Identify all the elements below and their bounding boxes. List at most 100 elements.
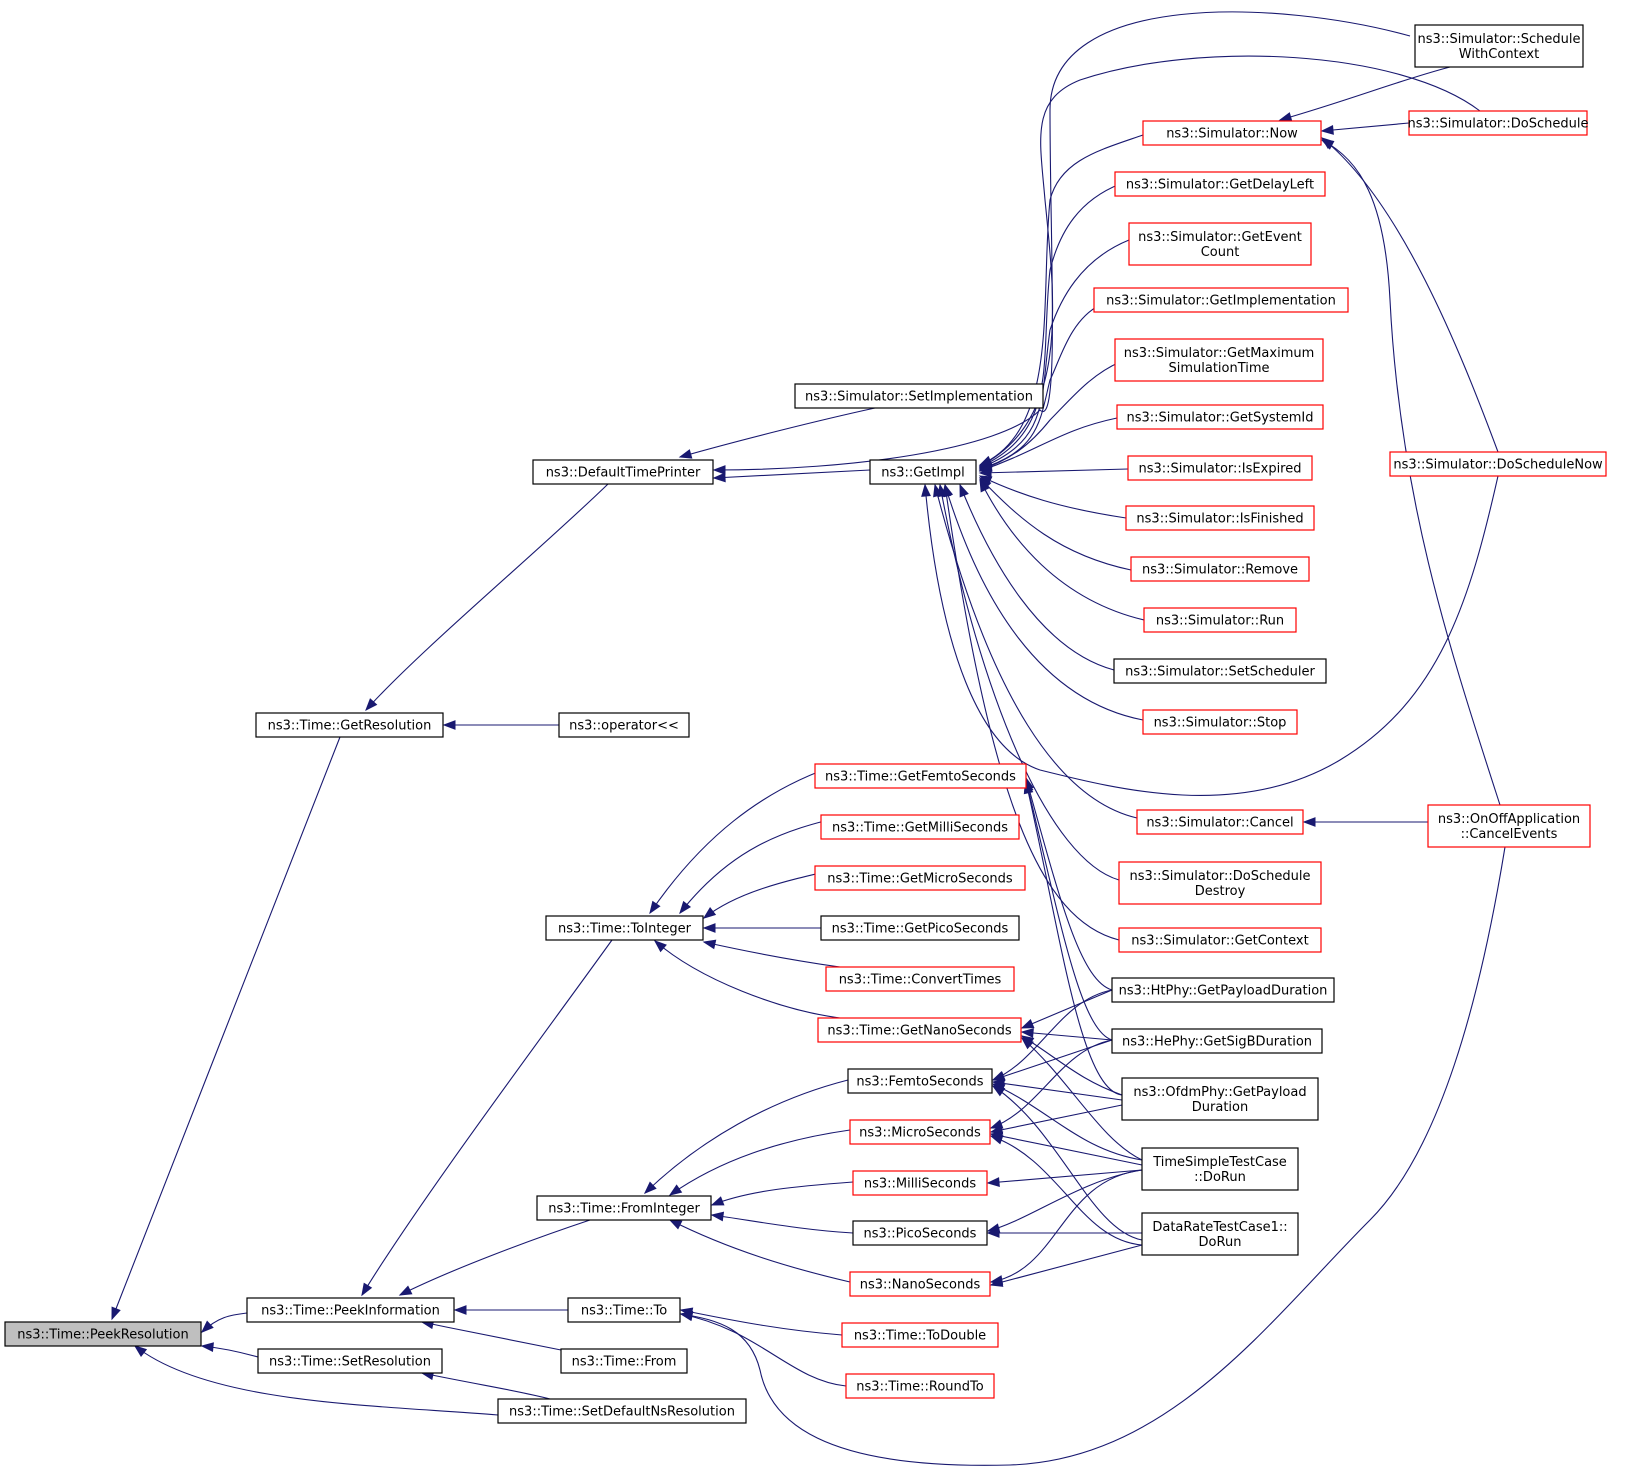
function-node-simgetdelay[interactable]: ns3::Simulator::GetDelayLeft xyxy=(1114,171,1326,197)
call-edge xyxy=(989,1104,1123,1135)
function-node-getmicro[interactable]: ns3::Time::GetMicroSeconds xyxy=(814,865,1026,891)
edge-line xyxy=(1321,139,1501,806)
function-node-peekinfo[interactable]: ns3::Time::PeekInformation xyxy=(246,1297,455,1323)
function-node-simnow[interactable]: ns3::Simulator::Now xyxy=(1142,120,1322,146)
function-node-simdoschednow[interactable]: ns3::Simulator::DoScheduleNow xyxy=(1389,451,1607,477)
function-node-oplt[interactable]: ns3::operator<< xyxy=(558,712,690,738)
node-box xyxy=(820,814,1020,840)
function-node-getimpl[interactable]: ns3::GetImpl xyxy=(869,459,977,485)
node-label: ns3::Simulator::SetImplementation xyxy=(805,390,1033,405)
call-edge xyxy=(978,183,1121,468)
node-label: ns3::operator<< xyxy=(569,719,679,734)
call-edge xyxy=(668,1129,851,1196)
edge-line xyxy=(979,239,1130,469)
edge-arrowhead xyxy=(702,907,717,919)
function-node-timesimple[interactable]: TimeSimpleTestCase::DoRun xyxy=(1141,1147,1299,1191)
call-edge xyxy=(200,1342,259,1358)
function-node-milli[interactable]: ns3::MilliSeconds xyxy=(852,1170,988,1196)
function-node-toint[interactable]: ns3::Time::ToInteger xyxy=(545,915,704,941)
function-node-simisfin[interactable]: ns3::Simulator::IsFinished xyxy=(1125,505,1315,531)
function-node-getpico[interactable]: ns3::Time::GetPicoSeconds xyxy=(820,915,1020,941)
node-label: ns3::Time::FromInteger xyxy=(548,1202,700,1217)
function-node-setres[interactable]: ns3::Time::SetResolution xyxy=(257,1348,443,1374)
edge-line xyxy=(711,1181,854,1206)
node-label: Count xyxy=(1201,245,1240,260)
edge-line xyxy=(644,1079,849,1194)
call-edge xyxy=(365,483,609,712)
call-edge xyxy=(991,1083,1143,1161)
edge-line xyxy=(1021,989,1113,1029)
node-box xyxy=(1093,287,1349,313)
node-label: ns3::Time::PeekResolution xyxy=(17,1328,188,1343)
call-edge xyxy=(679,846,1506,1466)
call-edge xyxy=(442,720,559,730)
function-node-getnano[interactable]: ns3::Time::GetNanoSeconds xyxy=(817,1017,1022,1043)
node-box xyxy=(257,1348,443,1374)
edge-arrowhead xyxy=(453,1305,467,1315)
function-node-hephy[interactable]: ns3::HePhy::GetSigBDuration xyxy=(1111,1028,1323,1054)
function-node-htphy[interactable]: ns3::HtPhy::GetPayloadDuration xyxy=(1111,977,1335,1003)
function-node-ofdmphy[interactable]: ns3::OfdmPhy::GetPayloadDuration xyxy=(1121,1077,1319,1121)
function-node-simisexp[interactable]: ns3::Simulator::IsExpired xyxy=(1127,455,1313,481)
node-label: ns3::Simulator::Run xyxy=(1156,614,1284,629)
function-node-simdoschedule[interactable]: ns3::Simulator::DoSchedule xyxy=(1407,110,1589,136)
call-edge xyxy=(1023,780,1123,1096)
edge-line xyxy=(134,1345,499,1416)
node-box xyxy=(845,1373,995,1399)
function-node-simsetsched[interactable]: ns3::Simulator::SetScheduler xyxy=(1113,658,1327,684)
edge-line xyxy=(990,1169,1143,1283)
function-node-micro[interactable]: ns3::MicroSeconds xyxy=(849,1119,991,1145)
edge-line xyxy=(1021,1035,1123,1096)
function-node-femto[interactable]: ns3::FemtoSeconds xyxy=(847,1068,993,1094)
function-node-convtimes[interactable]: ns3::Time::ConvertTimes xyxy=(825,966,1015,992)
function-node-simgetctx[interactable]: ns3::Simulator::GetContext xyxy=(1118,927,1322,953)
edge-line xyxy=(987,1169,1143,1184)
edge-line xyxy=(979,475,1127,519)
function-node-getres[interactable]: ns3::Time::GetResolution xyxy=(255,712,444,738)
node-box xyxy=(4,1321,202,1347)
function-node-fromint[interactable]: ns3::Time::FromInteger xyxy=(536,1195,712,1221)
function-node-simremove[interactable]: ns3::Simulator::Remove xyxy=(1130,556,1310,582)
function-node-getmilli[interactable]: ns3::Time::GetMilliSeconds xyxy=(820,814,1020,840)
edge-arrowhead xyxy=(678,449,693,459)
function-node-deftp[interactable]: ns3::DefaultTimePrinter xyxy=(532,459,714,485)
function-node-datarate[interactable]: DataRateTestCase1::DoRun xyxy=(1141,1212,1299,1256)
edge-line xyxy=(987,1169,1143,1232)
function-node-simrun[interactable]: ns3::Simulator::Run xyxy=(1143,607,1297,633)
function-node-peekres: ns3::Time::PeekResolution xyxy=(4,1321,202,1347)
function-node-from[interactable]: ns3::Time::From xyxy=(560,1348,688,1374)
node-box xyxy=(1408,110,1588,136)
function-node-roundto[interactable]: ns3::Time::RoundTo xyxy=(845,1373,995,1399)
edge-line xyxy=(711,1214,854,1234)
call-edge xyxy=(989,1244,1143,1287)
function-node-simgetimpl[interactable]: ns3::Simulator::GetImplementation xyxy=(1093,287,1349,313)
function-node-simgetsys[interactable]: ns3::Simulator::GetSystemId xyxy=(1116,404,1324,430)
node-box xyxy=(1128,222,1312,266)
function-node-simstop[interactable]: ns3::Simulator::Stop xyxy=(1142,709,1298,735)
call-edge xyxy=(1020,1028,1113,1041)
edge-arrowhead xyxy=(398,1285,413,1296)
node-box xyxy=(849,1271,991,1297)
node-label: ns3::Simulator::IsFinished xyxy=(1136,512,1303,527)
function-node-setdefns[interactable]: ns3::Time::SetDefaultNsResolution xyxy=(497,1398,747,1424)
edge-line xyxy=(703,941,841,968)
edge-arrowhead xyxy=(986,1177,1000,1187)
function-node-todouble[interactable]: ns3::Time::ToDouble xyxy=(841,1322,999,1348)
function-node-simcancel[interactable]: ns3::Simulator::Cancel xyxy=(1136,809,1304,835)
function-node-getfemto[interactable]: ns3::Time::GetFemtoSeconds xyxy=(814,763,1027,789)
function-node-pico[interactable]: ns3::PicoSeconds xyxy=(852,1220,988,1246)
node-label: ns3::HtPhy::GetPayloadDuration xyxy=(1119,984,1328,999)
function-node-simsetimpl[interactable]: ns3::Simulator::SetImplementation xyxy=(794,383,1044,409)
node-box xyxy=(1141,1147,1299,1191)
edge-arrowhead xyxy=(111,1306,121,1321)
function-node-nano[interactable]: ns3::NanoSeconds xyxy=(849,1271,991,1297)
call-edge xyxy=(943,483,1144,721)
function-node-onoffcancel[interactable]: ns3::OnOffApplication::CancelEvents xyxy=(1427,804,1591,848)
node-box xyxy=(255,712,444,738)
function-node-to[interactable]: ns3::Time::To xyxy=(567,1297,681,1323)
call-edge xyxy=(1320,139,1501,806)
